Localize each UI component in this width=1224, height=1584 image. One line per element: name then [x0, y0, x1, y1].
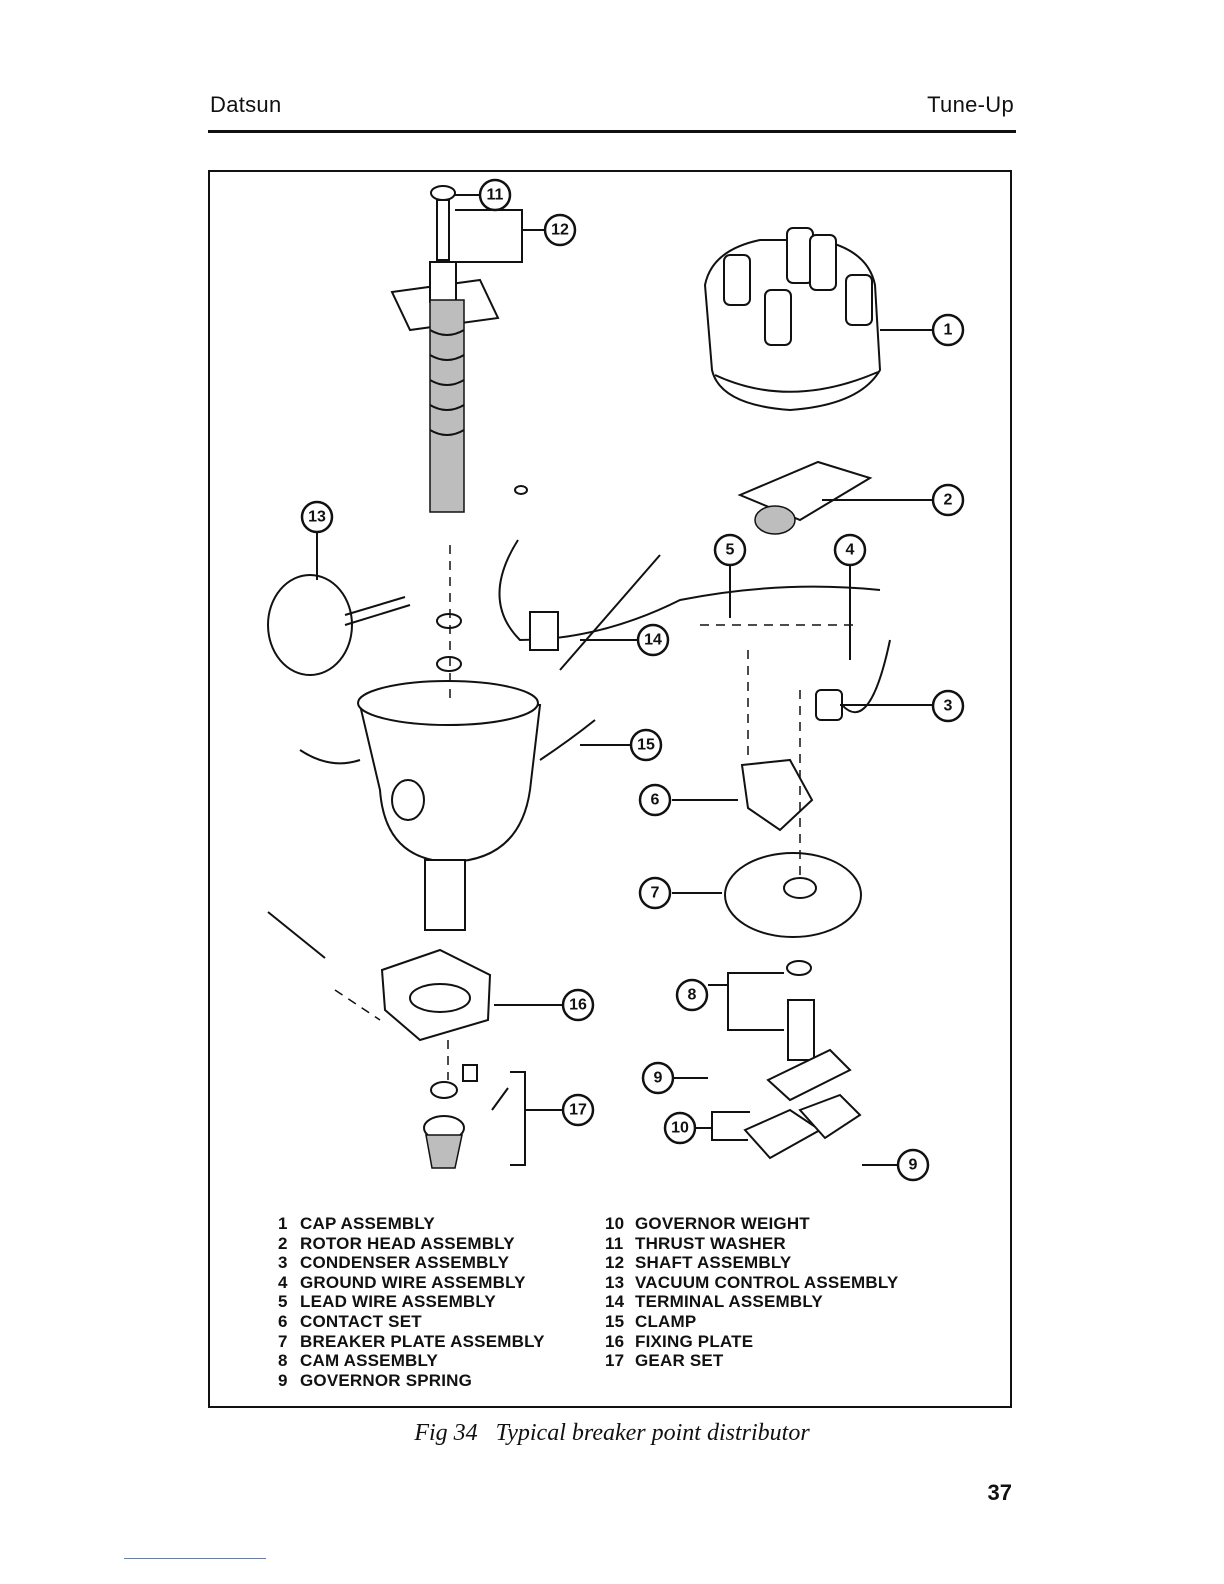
running-header-left: Datsun [210, 92, 282, 117]
svg-text:9: 9 [654, 1070, 663, 1087]
distributor-housing-part [299, 680, 596, 931]
svg-text:9: 9 [909, 1157, 918, 1174]
callout-17: 17 [561, 1093, 595, 1127]
vacuum-control-part [267, 574, 411, 676]
svg-text:7: 7 [651, 885, 660, 902]
shaft-assembly-part [390, 185, 500, 513]
figure-frame [208, 170, 1012, 1408]
svg-text:16: 16 [569, 997, 587, 1014]
callout-3: 3 [931, 689, 965, 723]
svg-text:11: 11 [487, 187, 504, 204]
svg-text:13: 13 [308, 509, 326, 526]
callout-12: 12 [543, 213, 577, 247]
leader-lines [316, 194, 933, 1166]
callout-11: 11 [478, 178, 512, 212]
figure-caption: Fig 34 Typical breaker point distributor [414, 1420, 810, 1446]
cap-assembly-part [703, 227, 882, 412]
svg-text:1: 1 [944, 322, 953, 339]
svg-text:10: 10 [671, 1120, 689, 1137]
svg-text:2: 2 [944, 492, 953, 509]
cam-governor-part [743, 960, 862, 1160]
callout-16: 16 [561, 988, 595, 1022]
contact-set-part [740, 758, 814, 832]
svg-text:12: 12 [551, 222, 569, 239]
terminal-assembly-part [498, 539, 881, 671]
assembly-axis-lines [334, 545, 860, 1080]
callout-5: 5 [713, 533, 747, 567]
callout-6: 6 [638, 783, 672, 817]
callout-13: 13 [300, 500, 334, 534]
svg-text:17: 17 [569, 1102, 587, 1119]
condenser-part [815, 639, 891, 721]
callout-14: 14 [636, 623, 670, 657]
svg-text:14: 14 [644, 632, 662, 649]
breaker-plate-part [724, 852, 862, 938]
callout-10: 10 [663, 1111, 697, 1145]
rotor-head-part [737, 460, 873, 535]
footer-link-line [124, 1558, 266, 1559]
callout-4: 4 [833, 533, 867, 567]
svg-text:6: 6 [651, 792, 660, 809]
washer-stack-part [436, 485, 528, 672]
running-header-right: Tune-Up [927, 92, 1014, 117]
svg-text:3: 3 [944, 698, 953, 715]
callout-7: 7 [638, 876, 672, 910]
callout-2: 2 [931, 483, 965, 517]
header-rule [208, 130, 1016, 133]
callout-1: 1 [931, 313, 965, 347]
svg-text:4: 4 [846, 542, 855, 559]
callout-15: 15 [629, 728, 663, 762]
fixing-plate-part [267, 911, 492, 1042]
callout-8: 8 [675, 978, 709, 1012]
gear-set-part [423, 1064, 509, 1169]
svg-text:15: 15 [637, 737, 655, 754]
svg-text:8: 8 [688, 987, 697, 1004]
page-number: 37 [987, 1480, 1012, 1505]
callout-9-lower: 9 [896, 1148, 930, 1182]
svg-text:5: 5 [726, 542, 735, 559]
callout-9-upper: 9 [641, 1061, 675, 1095]
